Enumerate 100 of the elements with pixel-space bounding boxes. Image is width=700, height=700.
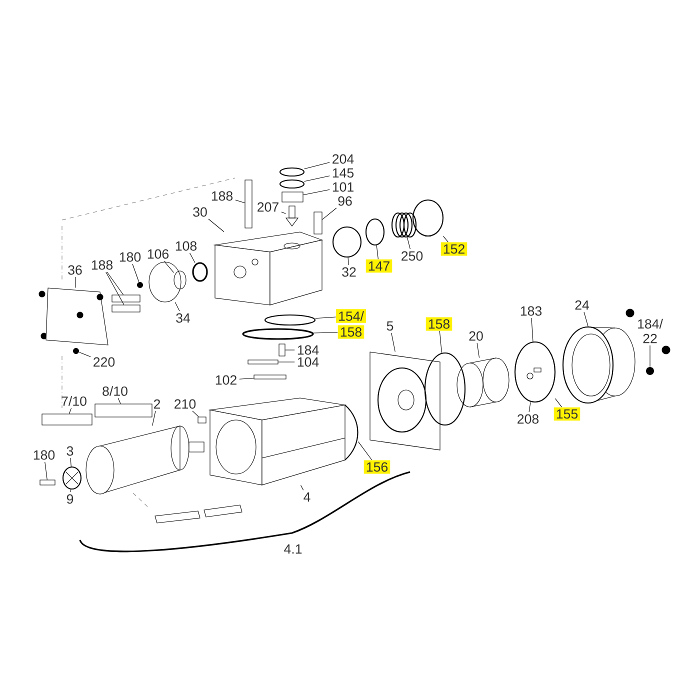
bolt-drawing: [278, 344, 286, 356]
o-ring-drawing: [412, 199, 444, 237]
callout-number: 3: [66, 446, 74, 456]
o-ring-drawing: [365, 218, 385, 246]
bolt-drawing: [112, 294, 140, 302]
disc-drawing: [514, 341, 556, 403]
bolt-drawing: [314, 212, 322, 234]
callout-number: 36: [68, 265, 82, 275]
leader-line: [303, 189, 330, 196]
leader-line: [208, 218, 224, 232]
leader-line: [313, 332, 338, 334]
leader-line: [106, 272, 124, 295]
callout-number: 204: [332, 154, 354, 164]
callout-number: 20: [469, 331, 483, 341]
ring-drawing: [192, 262, 208, 282]
cylinder-drawing: [456, 358, 510, 408]
callout-number: 183: [520, 306, 542, 316]
leader-line: [174, 302, 180, 312]
spring-drawing: [391, 212, 417, 238]
callout-number: 154/: [336, 309, 366, 323]
callout-number: 147: [366, 259, 392, 273]
seal-drawing: [332, 226, 362, 258]
callout-number: 30: [193, 207, 207, 217]
callout-number: 32: [342, 267, 356, 277]
callout-number: 184/ 22: [638, 318, 663, 344]
callout-number: 188: [92, 260, 113, 270]
ring-drawing: [174, 270, 186, 290]
leader-line: [476, 342, 480, 358]
gasket-drawing: [242, 328, 314, 340]
callout-number: 155: [554, 407, 580, 421]
callout-number: 210: [174, 399, 196, 409]
leader-line: [304, 162, 330, 170]
callout-number: 8/10: [102, 386, 128, 396]
callout-number: 2: [154, 399, 160, 409]
leader-line: [192, 410, 199, 417]
callout-number: 152: [440, 242, 468, 256]
o-ring-drawing: [424, 352, 466, 426]
callout-number: 250: [402, 251, 423, 261]
callout-number: 4.1: [284, 544, 302, 554]
callout-number: 102: [216, 375, 236, 385]
leader-line: [132, 264, 140, 282]
clip-drawing: [40, 480, 56, 486]
leader-line: [376, 245, 378, 260]
leader-line: [300, 485, 304, 490]
leader-line: [322, 208, 337, 220]
screw-drawing: [646, 367, 654, 375]
pad-drawing: [42, 414, 92, 426]
leader-line: [75, 276, 76, 288]
callout-number: 4: [304, 492, 310, 502]
callout-number: 24: [575, 300, 590, 310]
leader-line: [70, 458, 72, 467]
callout-number: 34: [176, 313, 190, 323]
disc-drawing: [148, 262, 182, 302]
callout-number: 101: [332, 182, 354, 192]
leader-line: [584, 312, 588, 327]
leader-line: [118, 398, 121, 404]
callout-number: 106: [148, 249, 169, 259]
callout-number: 158: [338, 325, 364, 339]
leader-line: [239, 378, 254, 380]
motor-drawing: [86, 426, 204, 494]
leader-line: [358, 441, 372, 460]
pad-drawing: [94, 404, 152, 418]
callout-number: 108: [176, 241, 197, 251]
leader-line: [164, 260, 174, 273]
callout-number: 145: [332, 168, 354, 178]
bolt-drawing: [112, 304, 140, 312]
fan-drawing: [62, 466, 82, 490]
callout-number: 208: [518, 414, 539, 424]
ring-drawing: [562, 326, 636, 404]
leader-line: [68, 408, 72, 414]
callout-number: 180: [120, 252, 141, 262]
callout-number: 184: [298, 345, 319, 355]
callout-number: 96: [338, 196, 352, 206]
leader-line: [391, 332, 396, 352]
bolt-drawing: [244, 180, 252, 228]
leader-line: [439, 330, 442, 353]
leader-line: [106, 272, 124, 305]
callout-number: 207: [258, 202, 278, 212]
callout-number: 180: [34, 450, 55, 460]
callout-number: 158: [426, 317, 452, 331]
leader-line: [70, 489, 72, 492]
flange-plate-drawing: [370, 352, 440, 450]
leader-line: [443, 236, 448, 242]
callout-number: 188: [212, 191, 233, 201]
callout-number: 7/10: [62, 396, 86, 406]
ring-drawing: [279, 179, 305, 189]
callout-number: 156: [364, 460, 390, 474]
pin-drawing: [254, 374, 286, 380]
leader-line: [235, 200, 245, 204]
ring-drawing: [279, 167, 305, 177]
wire-drawing: [344, 404, 358, 460]
leader-line: [348, 257, 349, 266]
leader-line: [406, 237, 410, 250]
leader-line: [152, 410, 156, 426]
bushing-drawing: [282, 192, 304, 202]
pin-drawing: [248, 360, 278, 364]
leader-line: [531, 318, 534, 342]
key-drawing: [198, 416, 206, 424]
leader-line: [555, 398, 562, 408]
callout-number: 220: [94, 357, 115, 367]
